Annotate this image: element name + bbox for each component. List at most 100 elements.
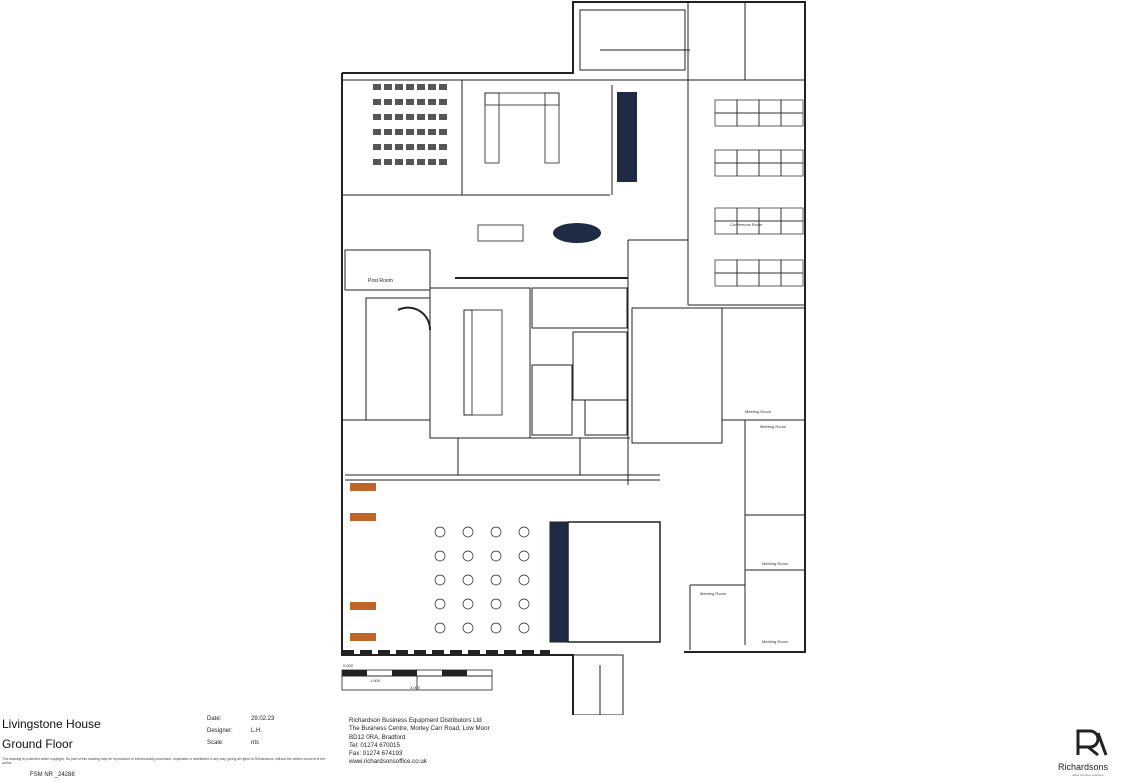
desk <box>736 259 760 274</box>
seat <box>439 129 447 135</box>
booth-seat <box>350 602 376 610</box>
room-label-meeting: Meeting Room <box>745 409 772 414</box>
seat <box>417 129 425 135</box>
canteen-table <box>518 598 530 610</box>
desk <box>780 99 804 114</box>
seat <box>428 129 436 135</box>
room-label-meeting: Meeting Room <box>762 561 789 566</box>
desk <box>758 259 782 274</box>
seat <box>428 159 436 165</box>
seat <box>373 129 381 135</box>
desk <box>758 272 782 287</box>
canteen-table <box>490 622 502 634</box>
seat <box>417 159 425 165</box>
desk <box>780 272 804 287</box>
canteen-table <box>490 526 502 538</box>
desk <box>736 149 760 164</box>
desk <box>780 162 804 177</box>
lounge-room <box>429 287 531 439</box>
seat <box>428 144 436 150</box>
canteen-table <box>462 574 474 586</box>
canteen-table <box>434 550 446 562</box>
meeting-table <box>553 223 601 243</box>
seat <box>406 84 414 90</box>
seat <box>384 114 392 120</box>
scale-bar-mid: 1.500 <box>370 678 381 683</box>
seat <box>417 84 425 90</box>
post-room <box>344 249 431 291</box>
open-void <box>631 307 723 444</box>
desk <box>780 207 804 222</box>
lift <box>567 521 661 643</box>
company-name: Richardson Business Equipment Distributo… <box>349 717 482 724</box>
seat <box>395 99 403 105</box>
seat <box>384 159 392 165</box>
seat <box>373 84 381 90</box>
room-label-meeting: Meeting Room <box>700 591 727 596</box>
detail-label: Scale: <box>207 740 224 746</box>
project-name: Livingstone House <box>2 717 101 731</box>
stair-core-bottom <box>572 654 624 715</box>
seat <box>373 144 381 150</box>
booth-seat <box>350 483 376 491</box>
canteen-table <box>518 622 530 634</box>
seat <box>406 144 414 150</box>
reception-area <box>365 297 431 421</box>
canteen-table <box>434 622 446 634</box>
seat <box>428 99 436 105</box>
kitchen-counter <box>549 521 569 643</box>
canteen-table <box>462 622 474 634</box>
stair-core-top <box>579 9 686 71</box>
company-tel: Tel: 01274 670015 <box>349 741 400 749</box>
desk <box>758 149 782 164</box>
floor-name: Ground Floor <box>2 737 73 751</box>
desk <box>780 112 804 127</box>
seat <box>384 129 392 135</box>
outer-wall <box>341 73 574 715</box>
locker-unit <box>617 92 637 182</box>
desk <box>736 272 760 287</box>
seat <box>395 84 403 90</box>
seat <box>439 84 447 90</box>
desk <box>714 112 738 127</box>
detail-label: Date: <box>207 716 222 722</box>
seat <box>373 114 381 120</box>
company-fax: Fax: 01274 674193 <box>349 750 403 758</box>
toilet-block <box>531 364 573 436</box>
company-web: www.richardsonsoffice.co.uk <box>349 758 427 766</box>
desk <box>736 207 760 222</box>
stair-core <box>572 331 628 401</box>
desk <box>714 272 738 287</box>
seat <box>417 144 425 150</box>
seat <box>417 99 425 105</box>
canteen-table <box>490 550 502 562</box>
seat <box>439 114 447 120</box>
seat <box>395 114 403 120</box>
canteen-table <box>518 526 530 538</box>
scale-bar-start: 0.000 <box>343 663 354 668</box>
room-label-conference: Conference Room <box>730 222 763 227</box>
desk <box>758 162 782 177</box>
fsm-number: FSM NR _24288 <box>30 772 75 778</box>
copyright-disclaimer: This drawing is protected under copyrigh… <box>2 757 325 765</box>
seat <box>439 99 447 105</box>
booth-seat <box>350 633 376 641</box>
seat <box>406 99 414 105</box>
meeting-room <box>721 307 806 421</box>
canteen-table <box>518 574 530 586</box>
outer-wall <box>342 1 806 653</box>
sofa <box>463 309 473 416</box>
seat <box>373 99 381 105</box>
seat <box>395 159 403 165</box>
room-label-meeting: Meeting Room <box>760 424 787 429</box>
seat <box>439 144 447 150</box>
seat <box>406 129 414 135</box>
seat <box>384 144 392 150</box>
company-address: BD12 0RA, Bradford <box>349 733 406 741</box>
seat <box>428 114 436 120</box>
seat <box>373 159 381 165</box>
company-block: Richardson Business Equipment Distributo… <box>349 717 490 767</box>
canteen-table <box>518 550 530 562</box>
floor-plan: Post Room Conference Room Meeting Room M… <box>341 1 806 715</box>
canteen-table <box>462 550 474 562</box>
